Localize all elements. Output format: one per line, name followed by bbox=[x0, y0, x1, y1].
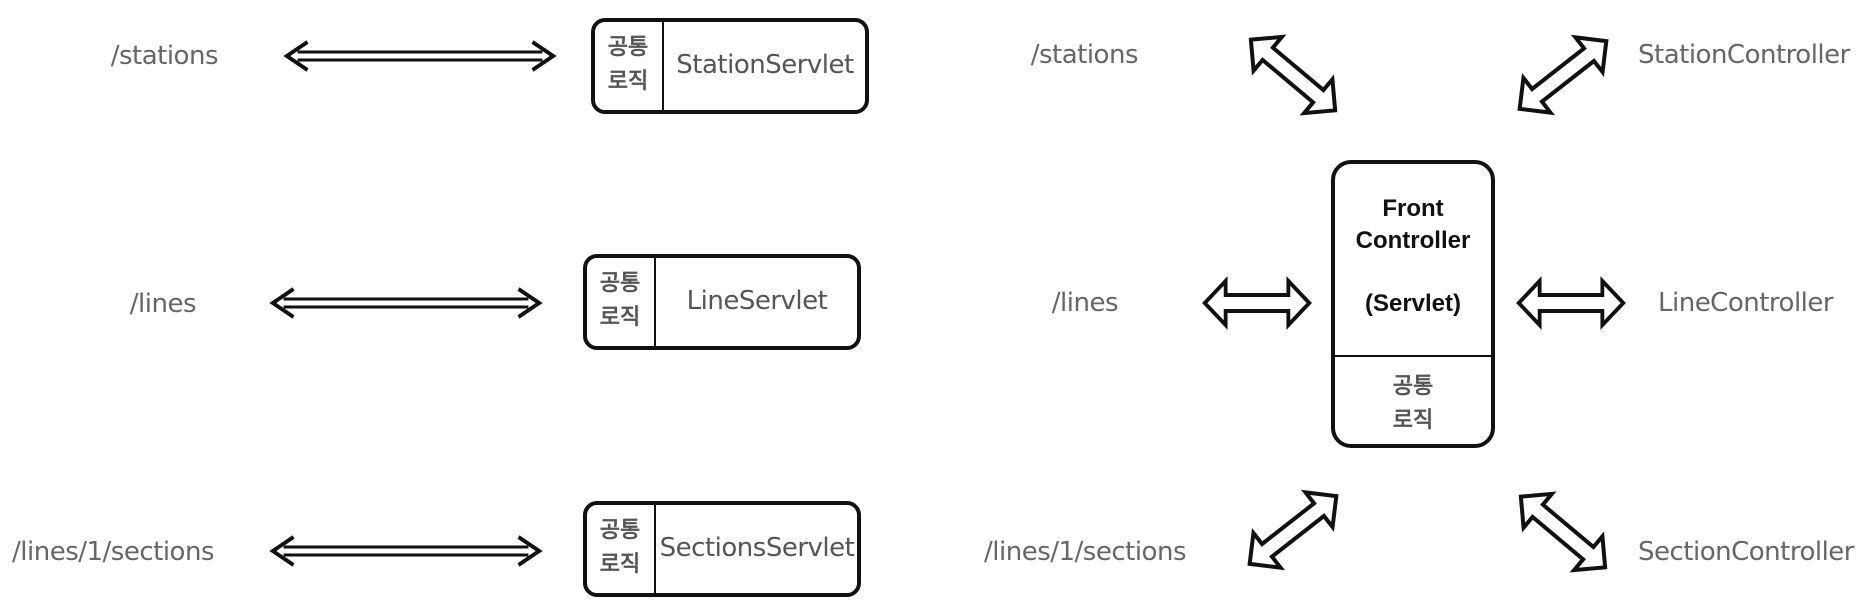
front-controller-title-line2: Controller bbox=[1356, 227, 1471, 254]
path-label-sections: /lines/1/sections bbox=[12, 537, 214, 567]
fc-path-label-lines: /lines bbox=[1052, 288, 1118, 318]
right-architecture: /stations /lines /lines/1/sections Front… bbox=[984, 20, 1855, 587]
diagonal-double-arrow bbox=[1234, 20, 1352, 130]
left-row-stations: /stations 공통 로직 StationServlet bbox=[111, 18, 869, 114]
common-logic-label: 공통 bbox=[600, 518, 640, 543]
controller-label-section: SectionController bbox=[1638, 537, 1855, 567]
front-controller-subtitle: (Servlet) bbox=[1365, 290, 1461, 317]
front-controller-box: Front Controller (Servlet) 공통 로직 bbox=[1331, 160, 1495, 448]
path-label-stations: /stations bbox=[111, 41, 218, 71]
path-label-lines: /lines bbox=[130, 289, 196, 319]
servlet-label-line: LineServlet bbox=[687, 286, 828, 316]
left-architecture: /stations 공통 로직 StationServlet /lines 공통… bbox=[12, 18, 869, 597]
servlet-box-line: 공통 로직 LineServlet bbox=[583, 254, 861, 350]
servlet-box-sections: 공통 로직 SectionsServlet bbox=[583, 501, 861, 597]
common-logic-label: 공통 bbox=[1393, 374, 1433, 399]
double-arrow bbox=[284, 40, 556, 72]
common-logic-label: 로직 bbox=[1393, 408, 1433, 433]
servlet-label-station: StationServlet bbox=[676, 50, 854, 80]
common-logic-label: 공통 bbox=[600, 271, 640, 296]
controller-label-station: StationController bbox=[1638, 40, 1851, 70]
common-logic-label: 로직 bbox=[608, 69, 648, 94]
horizontal-double-arrow bbox=[1516, 279, 1626, 327]
double-arrow bbox=[270, 535, 542, 567]
common-logic-label: 로직 bbox=[600, 552, 640, 577]
diagonal-double-arrow bbox=[1234, 476, 1352, 584]
left-row-sections: /lines/1/sections 공통 로직 SectionsServlet bbox=[12, 501, 861, 597]
fc-path-label-sections: /lines/1/sections bbox=[984, 537, 1186, 567]
common-logic-label: 로직 bbox=[600, 305, 640, 330]
horizontal-double-arrow bbox=[1202, 279, 1312, 327]
left-row-lines: /lines 공통 로직 LineServlet bbox=[130, 254, 861, 350]
double-arrow bbox=[270, 287, 542, 319]
servlet-label-sections: SectionsServlet bbox=[660, 533, 855, 563]
common-logic-label: 공통 bbox=[608, 35, 648, 60]
controller-label-line: LineController bbox=[1658, 288, 1834, 318]
servlet-box-station: 공통 로직 StationServlet bbox=[591, 18, 869, 114]
diagonal-double-arrow bbox=[1504, 477, 1622, 587]
diagonal-double-arrow bbox=[1504, 21, 1622, 129]
front-controller-title-line1: Front bbox=[1382, 195, 1443, 222]
fc-path-label-stations: /stations bbox=[1031, 40, 1138, 70]
